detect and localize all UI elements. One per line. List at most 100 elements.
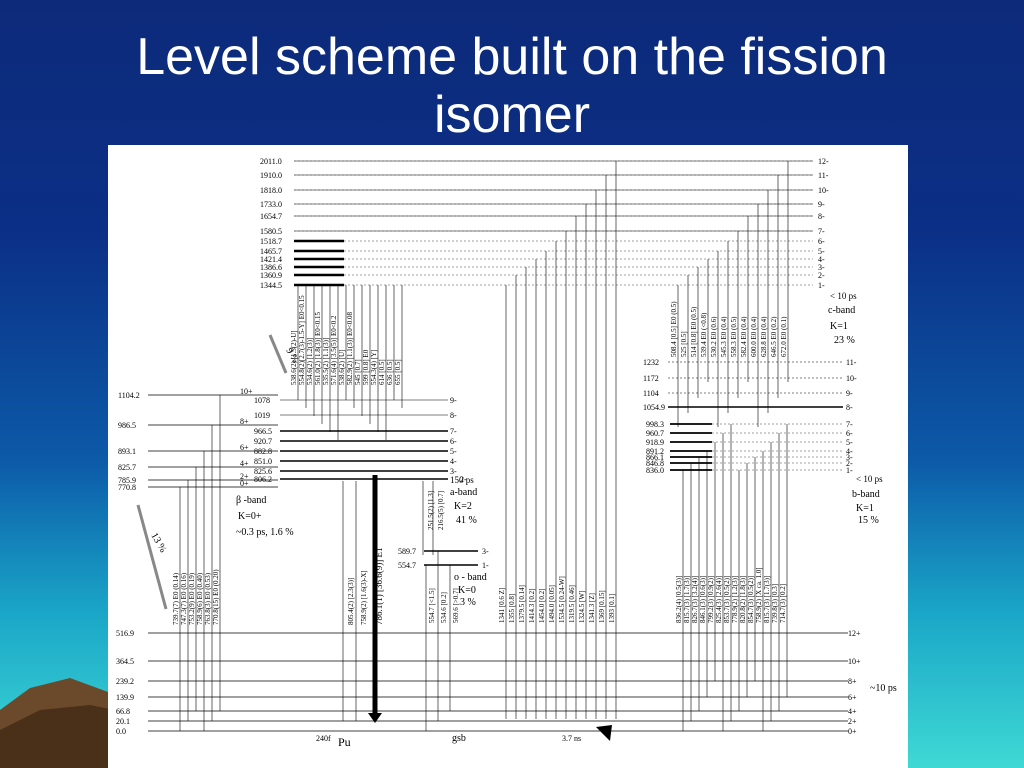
c-band-percent: 23 %: [834, 335, 855, 346]
b-level-spin-6: 7-: [846, 420, 853, 429]
a-level-spin-7: 9-: [450, 396, 457, 405]
upper-gamma-label-7: 582.9(2) [1.1(3)] E0<0.08: [346, 312, 354, 385]
b-level-spin-0: 1-: [846, 466, 853, 475]
beta-gamma-label-0: 739.7(7) E0 (0.14): [172, 572, 180, 625]
a-band-label: a-band: [450, 487, 477, 498]
b-level-spin-3: 4-: [846, 447, 853, 456]
b-level-energy-6: 998.3: [646, 420, 664, 429]
a-level-energy-0: 806.2: [254, 475, 272, 484]
gsb-gamma-label-6: 1534.5 [0.24-W]: [558, 576, 566, 623]
beta-level-energy-0: 770.8: [118, 483, 136, 492]
upper-gamma-label-5: 571.6(4) [3.5(5)] E0<0.2: [330, 315, 338, 385]
upper-gamma-label-13: 655 [0.5]: [394, 359, 402, 385]
beta-band-info: ~0.3 ps, 1.6 %: [236, 527, 294, 538]
beta-level-spin-5: 10+: [240, 387, 253, 396]
c-level-energy-1: 1104: [643, 389, 659, 398]
a-level-spin-3: 5-: [450, 447, 457, 456]
beta-feeding-arrow: [136, 504, 168, 610]
b-gamma-label-10: 758.9(2) [X ca. 1.0]: [755, 567, 763, 623]
upper-level-spin-4: 5-: [818, 247, 825, 256]
beta-gamma-label-3: 758.9(6) E0 (0.40): [196, 572, 204, 625]
b-gamma-label-0: 836.2(4) [0.5(3)]: [675, 576, 683, 623]
b-gamma-label-2: 826.7(3) [3.2(4)]: [691, 576, 699, 623]
gsb-gamma-label-4: 1454.0 [0.2]: [538, 589, 546, 623]
c-level-spin-3: 11-: [846, 358, 857, 367]
upper-level-energy-0: 1344.5: [260, 281, 282, 290]
o-gamma-label-0: 554.7 [<1.5]: [428, 588, 436, 623]
hill-decoration: [0, 678, 140, 768]
c-band-k: K=1: [830, 321, 848, 332]
beta-level-energy-3: 893.1: [118, 447, 136, 456]
b-level-spin-4: 5-: [846, 438, 853, 447]
gsb-gamma-label-9: 1341.3 [Z]: [588, 593, 596, 623]
a-gamma-label-4: 216.5(5) [0.7]: [437, 491, 445, 530]
c-gamma-label-9: 628.8 E0 (0.4): [760, 316, 768, 357]
beta-level-energy-1: 785.9: [118, 476, 136, 485]
upper-level-energy-5: 1518.7: [260, 237, 282, 246]
beta-band-k: K=0+: [238, 511, 262, 522]
gsb-level-spin-5: 10+: [848, 657, 861, 666]
a-gamma-label-1: 758.9(2) [1.6(3)-X]: [360, 570, 368, 625]
beta-band-label: β -band: [236, 495, 266, 506]
a-gamma-label-2: 786.1(1) [36.6(9)] E1: [374, 548, 384, 625]
gsb-level-energy-4: 239.2: [116, 677, 134, 686]
a-level-energy-3: 882.8: [254, 447, 272, 456]
upper-gamma-label-9: 599 [0.8] E0: [362, 349, 370, 385]
gsb-level-spin-3: 6+: [848, 693, 857, 702]
c-gamma-label-7: 582.4 E0 (0.4): [740, 316, 748, 357]
gsb-gamma-label-11: 1393 [0.1]: [608, 594, 616, 623]
title-line-1: Level scheme built on the fission: [136, 28, 888, 86]
beta-level-spin-4: 8+: [240, 417, 249, 426]
c-level-spin-0: 8-: [846, 403, 853, 412]
beta-gamma-label-1: 747.3(7) E0 (0.16): [180, 572, 188, 625]
o-gamma-label-2: 569.6 [>0.7]: [452, 588, 460, 623]
a-band-percent: 41 %: [456, 515, 477, 526]
upper-gamma-label-10: 554.3(4) [Y]: [370, 350, 378, 385]
gsb-gamma-label-2: 1379.5 [0.14]: [518, 585, 526, 623]
c-band-label: c-band: [828, 305, 855, 316]
a-band-k: K=2: [454, 501, 472, 512]
nucleus-label: Pu: [338, 735, 351, 749]
beta-level-energy-2: 825.7: [118, 463, 136, 472]
a-gamma-label-0: 805.4(2) [2.3(3)]: [347, 578, 355, 625]
c-gamma-label-4: 530.2 E0 (0.6): [710, 316, 718, 357]
c-gamma-label-1: 525 [0.5]: [680, 331, 688, 357]
a-level-energy-7: 1078: [254, 396, 270, 405]
beta-level-energy-4: 986.5: [118, 421, 136, 430]
gsb-level-spin-2: 4+: [848, 707, 857, 716]
b-level-spin-5: 6-: [846, 429, 853, 438]
isomer-decay-arrow: [596, 725, 612, 741]
gsb-halflife: ~10 ps: [870, 683, 897, 694]
a-level-spin-6: 8-: [450, 411, 457, 420]
o-level-energy-0: 554.7: [398, 561, 416, 570]
b-gamma-label-3: 846.1(3) [0.6(3)]: [699, 576, 707, 623]
upper-gamma-label-2: 534.6(2) [1.2(3)]: [306, 338, 314, 385]
b-level-spin-2: 3-: [846, 453, 853, 462]
gsb-gamma-label-10: 1369 [0.15]: [598, 590, 606, 623]
o-band-k: K=0: [458, 585, 476, 596]
a-level-energy-1: 825.6: [254, 467, 272, 476]
a-level-spin-1: 3-: [450, 467, 457, 476]
c-gamma-label-5: 545.3 E0 (0.4): [720, 316, 728, 357]
b-gamma-label-1: 815.7(3) [1.7(3)]: [683, 576, 691, 623]
gsb-level-spin-4: 8+: [848, 677, 857, 686]
gsb-gamma-label-3: 1414.3 [0.2]: [528, 589, 536, 623]
b-band-k: K=1: [856, 503, 874, 514]
upper-level-spin-1: 2-: [818, 271, 825, 280]
gsb-level-energy-3: 139.9: [116, 693, 134, 702]
upper-gamma-label-0: 538.6(2) [1.5(2)-U]: [290, 330, 298, 385]
gsb-gamma-label-5: 1494.0 [0.05]: [548, 585, 556, 623]
upper-level-spin-7: 8-: [818, 212, 825, 221]
beta-gamma-label-5: 770.8(15) E0 (0.20): [212, 569, 220, 625]
c-level-energy-2: 1172: [643, 374, 659, 383]
beta-gamma-label-2: 753.2(9) E0 (0.19): [188, 572, 196, 625]
c-gamma-label-11: 672.0 E0 (0.1): [780, 316, 788, 357]
o-level-energy-1: 589.7: [398, 547, 416, 556]
o-band-label: o - band: [454, 572, 487, 583]
gsb-gamma-label-0: 1341 [0.6 Z]: [498, 588, 506, 623]
gsb-level-energy-5: 364.5: [116, 657, 134, 666]
upper-level-energy-11: 2011.0: [260, 157, 282, 166]
c-band-halflife: < 10 ps: [830, 291, 857, 301]
c-gamma-label-10: 646.5 E0 (0.2): [770, 316, 778, 357]
